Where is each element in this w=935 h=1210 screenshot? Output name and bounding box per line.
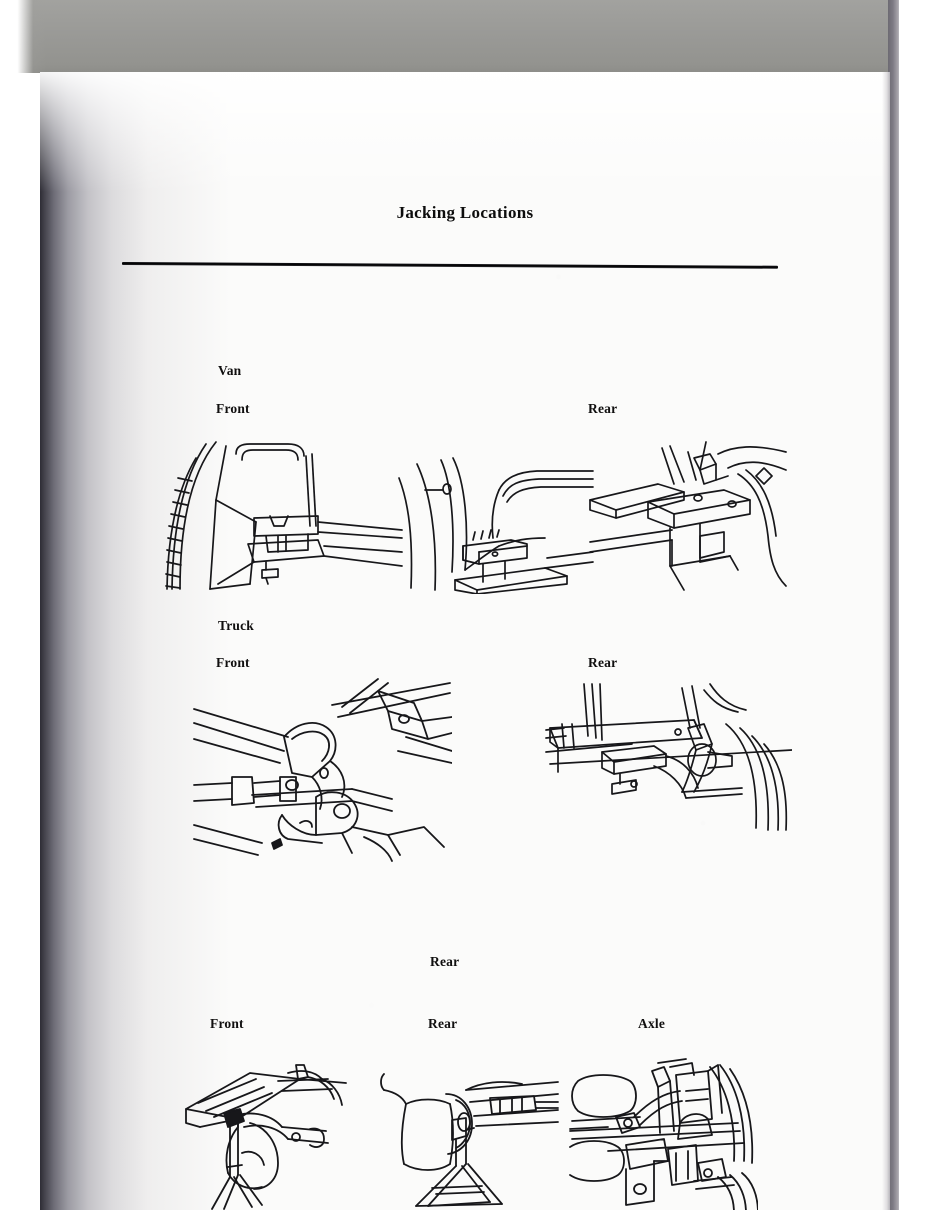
figure-van-rear-axle-jack-point <box>588 440 788 595</box>
title-divider-rule <box>121 262 778 269</box>
figure-van-rear-body-jack-point <box>395 442 595 594</box>
figure-jack-stand-rear <box>370 1060 560 1210</box>
label-stand-axle: Axle <box>638 1016 666 1031</box>
section-heading-truck: Truck <box>218 618 255 633</box>
backdrop-top-left-fade <box>0 0 46 73</box>
figure-truck-rear-frame <box>542 680 792 832</box>
section-heading-van: Van <box>218 363 242 378</box>
label-truck-rear: Rear <box>588 655 618 670</box>
backdrop-top-gray <box>0 0 935 73</box>
scanned-page: Jacking Locations Van Front Rear <box>40 72 890 1210</box>
backdrop-right-shadow <box>888 0 902 1210</box>
figure-van-front-jack-point <box>158 434 403 594</box>
page-content: Jacking Locations Van Front Rear <box>40 72 890 1210</box>
label-van-rear: Rear <box>588 401 618 416</box>
label-truck-front: Front <box>216 655 250 670</box>
label-van-front: Front <box>216 401 250 416</box>
figure-truck-front-suspension <box>192 677 452 862</box>
figure-jack-stand-front <box>178 1057 358 1210</box>
figure-jack-stand-axle <box>568 1057 758 1210</box>
section-heading-stands: Rear <box>430 954 460 969</box>
backdrop-right-white <box>899 0 935 1210</box>
label-stand-rear: Rear <box>428 1016 458 1031</box>
label-stand-front: Front <box>210 1016 244 1031</box>
page-title: Jacking Locations <box>396 203 534 222</box>
